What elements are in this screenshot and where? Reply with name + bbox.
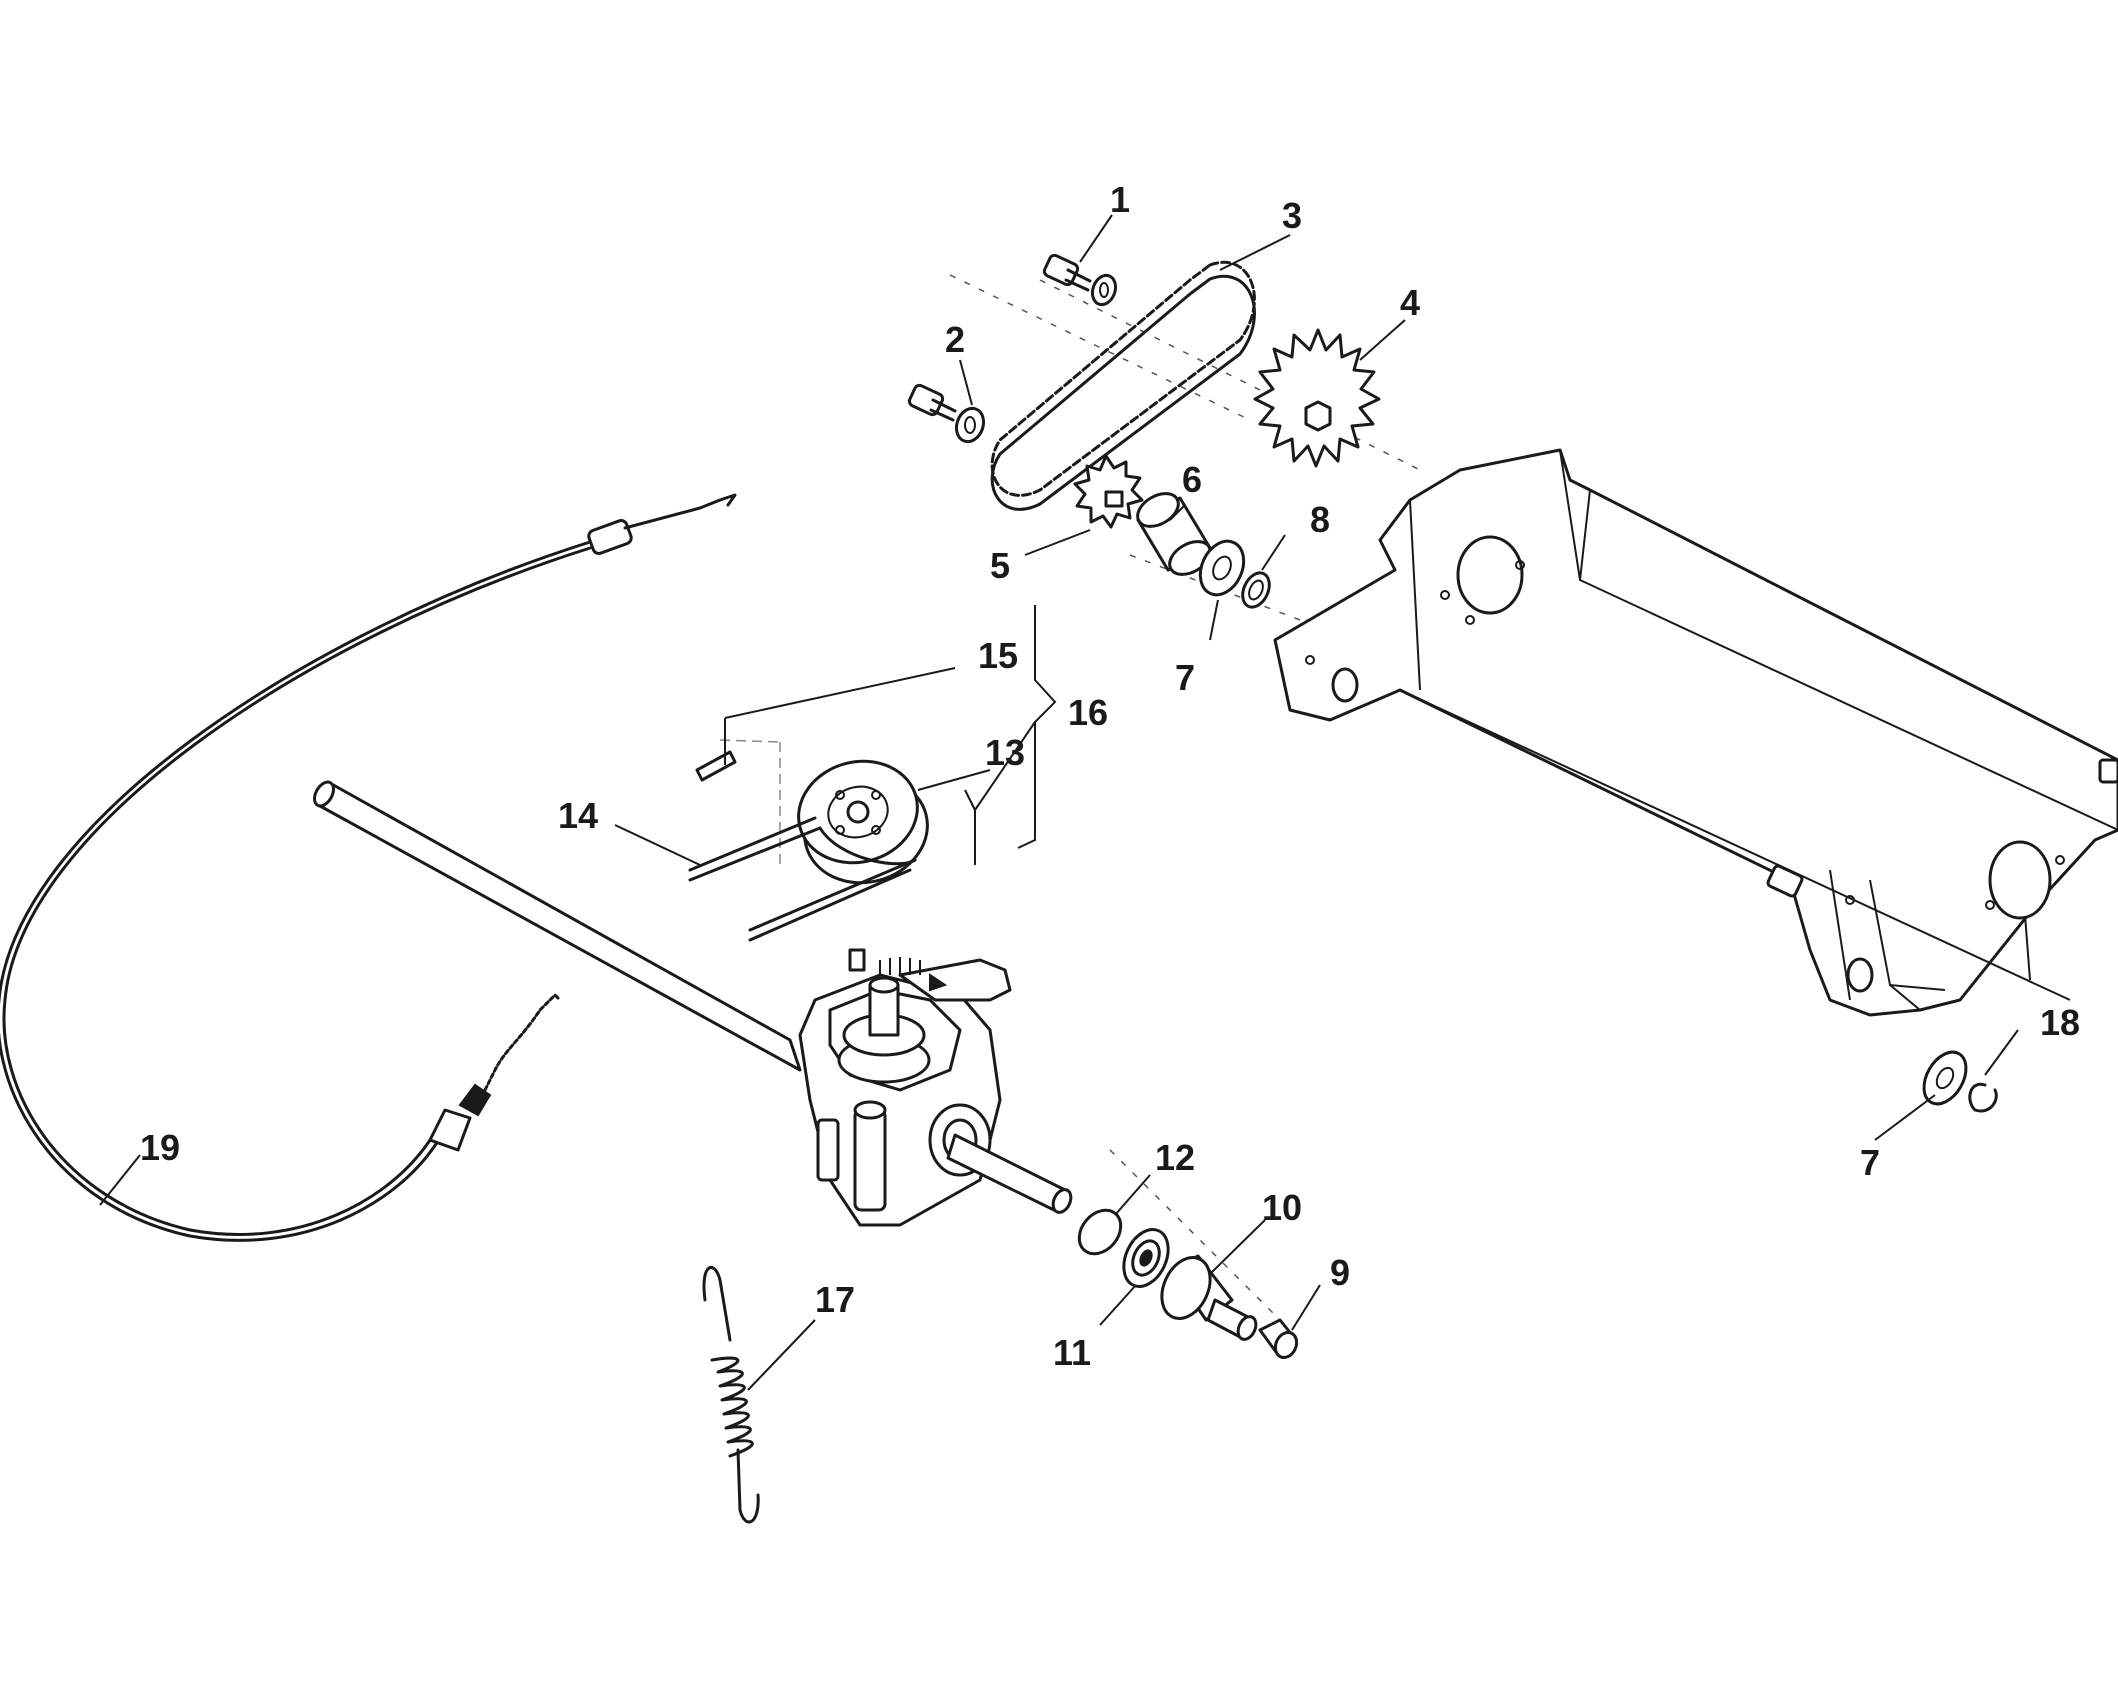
gearbox	[798, 948, 1012, 1227]
callout-12: 12	[1155, 1137, 1195, 1178]
callout-13: 13	[985, 732, 1025, 773]
callout-6: 6	[1182, 459, 1202, 500]
callout-1: 1	[1110, 179, 1130, 220]
callout-labels: 1 2 3 4 5 6 7 8 15 16 13 14 18 7 19 12 1…	[140, 179, 2080, 1373]
part-7-washer-lower	[1922, 1050, 1968, 1106]
part-17-spring	[702, 1266, 760, 1524]
part-3-chain	[990, 260, 1256, 511]
part-11-bearing	[1122, 1228, 1170, 1288]
part-12-circlip	[1077, 1208, 1123, 1256]
part-13-pulley	[797, 759, 929, 885]
output-shaft	[946, 1133, 1073, 1214]
callout-7-upper: 7	[1175, 657, 1195, 698]
axle-frame-housing	[1273, 448, 2118, 1017]
part-5-small-sprocket	[1073, 454, 1144, 529]
callout-7-lower: 7	[1860, 1142, 1880, 1183]
callout-14: 14	[558, 795, 598, 836]
callout-4: 4	[1400, 282, 1420, 323]
leader-lines	[99, 214, 2019, 1391]
part-4-sprocket	[1253, 328, 1381, 468]
part-2-bolt	[907, 383, 986, 444]
part-19-cable	[0, 493, 737, 1242]
callout-17: 17	[815, 1279, 855, 1320]
part-18-e-clip	[1968, 1082, 1998, 1113]
part-14-belt	[688, 816, 917, 942]
callout-8: 8	[1310, 499, 1330, 540]
part-10-hub	[1160, 1254, 1258, 1341]
callout-18: 18	[2040, 1002, 2080, 1043]
part-7-washer-upper	[1198, 539, 1246, 597]
part-1-bolt	[1042, 253, 1118, 307]
part-9-cap	[1258, 1318, 1299, 1360]
callout-16: 16	[1068, 692, 1108, 733]
callout-11: 11	[1053, 1332, 1091, 1373]
part-15-pin	[695, 750, 737, 782]
callout-3: 3	[1282, 195, 1302, 236]
callout-19: 19	[140, 1127, 180, 1168]
callout-10: 10	[1262, 1187, 1302, 1228]
callout-5: 5	[990, 545, 1010, 586]
callout-2: 2	[945, 319, 965, 360]
drive-shaft	[313, 780, 802, 1072]
part-8-ring	[1241, 571, 1271, 609]
callout-9: 9	[1330, 1252, 1350, 1293]
callout-15: 15	[978, 635, 1018, 676]
